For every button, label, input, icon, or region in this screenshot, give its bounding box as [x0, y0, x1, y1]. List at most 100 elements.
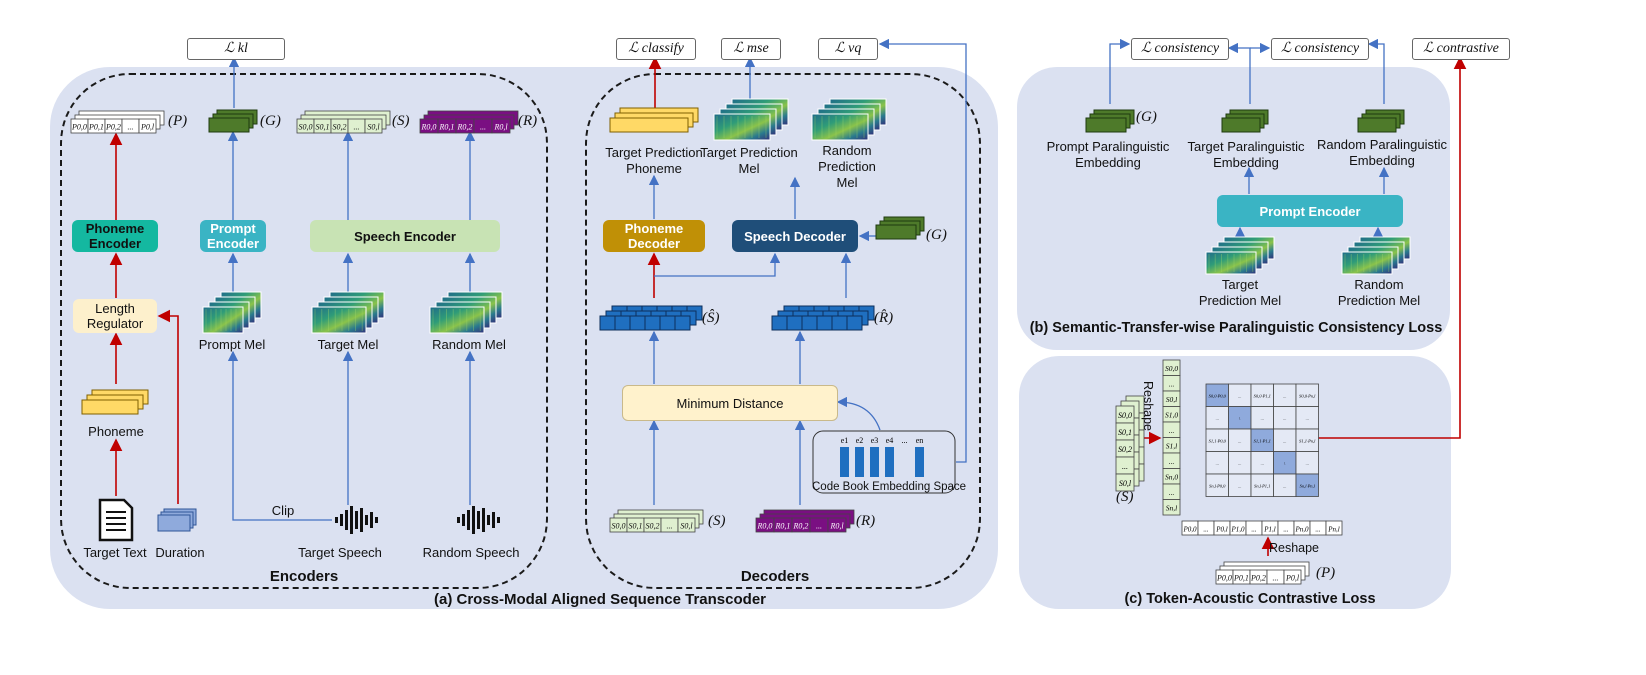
codebook-vector-label: ...	[902, 436, 908, 445]
loss-consistency-2-box: ℒ consistency	[1271, 38, 1369, 60]
panel-c-s-stack-text: S0,1	[1118, 428, 1132, 437]
r-token-row-cell-text: ...	[480, 123, 486, 132]
decoder-r-token-row-cell-text: R0,l	[829, 522, 844, 531]
panel-c-symbol-s: (S)	[1116, 489, 1134, 505]
s-hat-token-block	[599, 315, 616, 331]
arrow-clip-to-prompt-mel	[227, 350, 332, 521]
target-prediction-phoneme-stack	[609, 117, 689, 133]
p-token-row-cell-text: P0,0	[71, 123, 87, 132]
random-prediction-mel-label: Random Prediction Mel	[818, 143, 876, 190]
prompt-embedding-label: Prompt Paralinguistic Embedding	[1046, 139, 1170, 170]
s-token-row-cell-text: ...	[354, 123, 360, 132]
panel-c-s-stack-text: S0,2	[1118, 445, 1132, 454]
p-token-row-cell-text: P0,2	[105, 123, 121, 132]
panel-b-symbol-g: (G)	[1136, 109, 1157, 125]
r-hat-token-block	[846, 315, 863, 331]
target-speech-waveform	[360, 508, 363, 532]
panel-c-p-stack-cell-text: ...	[1273, 574, 1279, 583]
s-hat-token-block	[674, 315, 691, 331]
arrow-prompt-emb-to-consistency	[1109, 38, 1131, 104]
symbol-r-hat: (R̂)	[874, 310, 894, 326]
r-hat-token-block	[771, 315, 788, 331]
codebook-vector	[855, 447, 864, 477]
target-prediction-phoneme-label: Target Prediction Phoneme	[605, 145, 703, 176]
reshape-vertical-label: Reshape	[1141, 380, 1155, 432]
random-speech-waveform	[487, 515, 490, 525]
encoders-region	[60, 73, 548, 589]
decoder-symbol-g: (G)	[926, 227, 947, 243]
target-speech-waveform	[340, 514, 343, 526]
phoneme-label: Phoneme	[88, 424, 144, 439]
decoder-r-token-row-cell-text: R0,0	[757, 522, 773, 531]
similarity-matrix-text: S0,0·P1,1	[1254, 394, 1271, 400]
target-mel-spectrogram	[311, 306, 367, 334]
s-token-row-cell	[364, 118, 383, 134]
panel-c-s-column-text: S0,0	[1165, 364, 1178, 373]
similarity-matrix-text: S1,1·P1,1	[1254, 439, 1271, 445]
symbol-g: (G)	[260, 113, 281, 129]
similarity-matrix-text: ...	[1283, 394, 1286, 399]
decoders-region	[585, 73, 981, 589]
decoder-s-token-row-cell-text: S0,l	[680, 522, 693, 531]
speech-encoder-box: Speech Encoder	[310, 220, 500, 252]
panel-c-p-row-text: P0,0	[1182, 526, 1197, 534]
arrows-layer	[109, 38, 1467, 556]
panel-c-p-row-text: ...	[1283, 526, 1289, 534]
phoneme-token-stack	[81, 399, 139, 415]
similarity-matrix-text: \	[1239, 416, 1241, 421]
symbol-s-hat: (Ŝ)	[702, 310, 720, 326]
prompt-mel-label: Prompt Mel	[198, 337, 266, 352]
random-speech-waveform	[472, 506, 475, 534]
loss-mse-box: ℒ mse	[721, 38, 781, 60]
panel-c-symbol-p: (P)	[1316, 565, 1336, 581]
symbol-r: (R)	[518, 113, 538, 129]
target-text-label: Target Text	[83, 545, 147, 560]
target-prediction-mel-label: Target Prediction Mel	[700, 145, 798, 176]
similarity-matrix-text: ...	[1306, 416, 1309, 421]
phoneme-decoder-box: Phoneme Decoder	[603, 220, 705, 252]
s-token-row-cell-text: S0,l	[367, 123, 380, 132]
codebook-label: Code Book Embedding Space	[812, 481, 967, 493]
random-prediction-mel-spectrogram	[811, 113, 869, 141]
codebook-vector-label: e4	[886, 436, 894, 445]
panel-c-s-column-text: ...	[1169, 426, 1175, 435]
decoder-r-token-row-cell-text: R0,1	[775, 522, 791, 531]
random-speech-waveform	[457, 517, 460, 523]
panel-c-p-row-cell	[1325, 520, 1343, 536]
similarity-matrix-text: Sn,l·P1,1	[1254, 484, 1270, 490]
panel-c-p-row-text: ...	[1251, 526, 1257, 534]
similarity-matrix-text: ...	[1238, 439, 1241, 444]
arrow-matrix-to-contrastive	[1318, 56, 1467, 439]
panel-c-p-stack-cell-text: P0,0	[1216, 574, 1232, 583]
encoders-title: Encoders	[269, 568, 339, 585]
target-mel-label: Target Mel	[317, 337, 379, 352]
panel-c-p-row-text: Pn,0	[1294, 526, 1309, 534]
target-speech-waveform	[370, 512, 373, 528]
decoders-title: Decoders	[740, 568, 810, 585]
codebook-vector-label: en	[916, 436, 924, 445]
arrow-codebook-to-min-distance	[836, 396, 881, 431]
duration-label: Duration	[155, 545, 205, 560]
s-hat-token-block	[659, 315, 676, 331]
p-token-row-cell-text: ...	[128, 123, 134, 132]
clip-label: Clip	[271, 503, 295, 518]
speech-decoder-box: Speech Decoder	[732, 220, 858, 252]
similarity-matrix-text: ...	[1216, 461, 1219, 466]
codebook-vector	[915, 447, 924, 477]
s-token-row-cell-text: S0,0	[299, 123, 313, 132]
panel-c-s-column-text: S1,0	[1165, 411, 1178, 420]
decoder-s-token-row-cell-text: S0,0	[612, 522, 626, 531]
r-hat-token-block	[816, 315, 833, 331]
target-prediction-mel-spectrogram	[713, 113, 771, 141]
random-speech-waveform	[477, 511, 480, 529]
random-speech-waveform	[492, 512, 495, 528]
prompt-paralinguistic-embedding-stack	[1085, 117, 1127, 133]
target-embedding-label: Target Paralinguistic Embedding	[1187, 139, 1305, 170]
duration-stack	[157, 514, 191, 532]
panel-c-s-column-cell	[1162, 499, 1181, 516]
codebook-vector-label: e1	[841, 436, 849, 445]
reshape-horizontal-label: Reshape	[1268, 541, 1320, 555]
panel-b-target-mel-label: Target Prediction Mel	[1198, 277, 1282, 308]
panel-c-s-stack-text: ...	[1122, 462, 1128, 471]
